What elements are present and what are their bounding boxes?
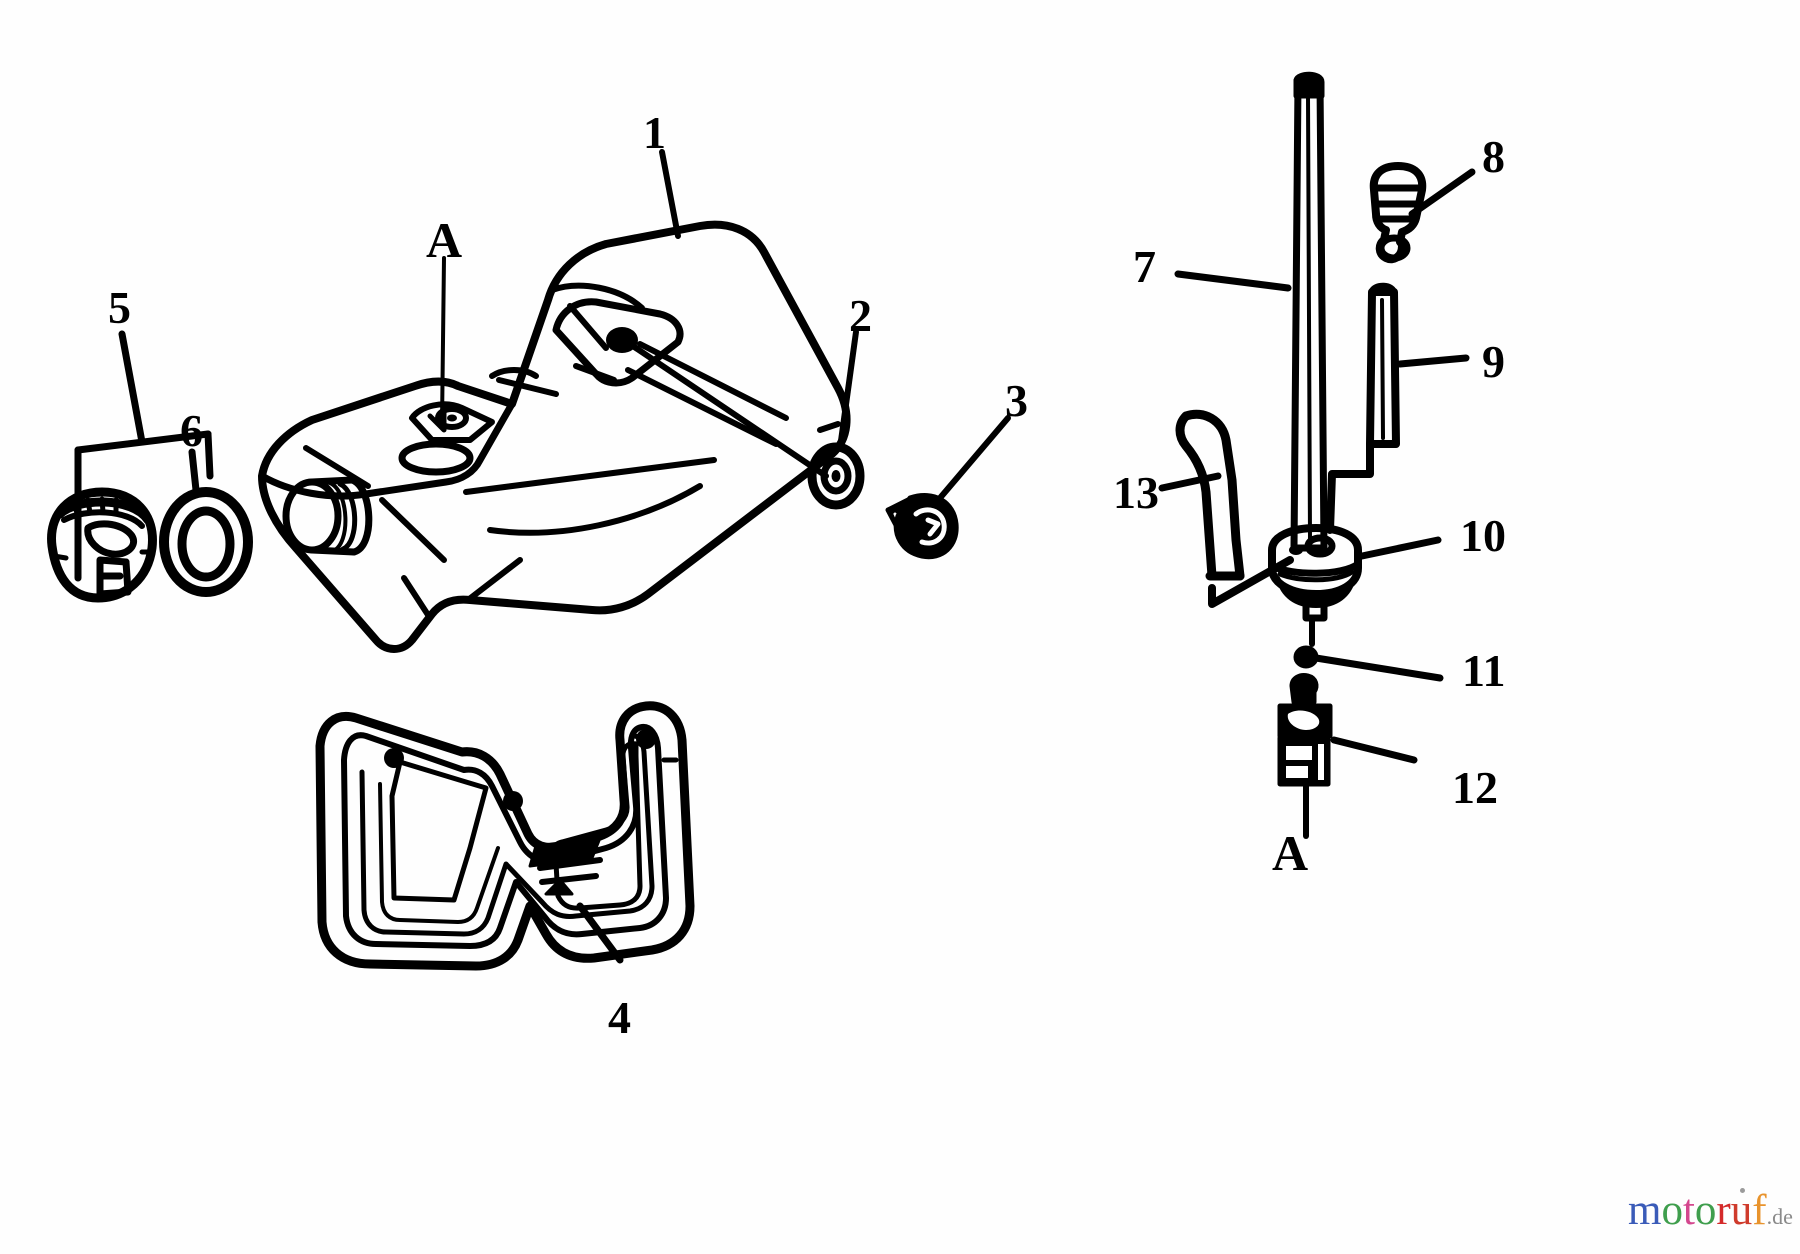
leader-7 (1174, 270, 1292, 292)
leader-9 (1396, 354, 1470, 368)
engine-guard-shield-drawing (315, 701, 695, 971)
callout-8: 8 (1482, 131, 1505, 182)
hex-flange-screw-drawing (885, 493, 959, 560)
leader-13 (1158, 472, 1222, 492)
callout-4: 4 (608, 992, 631, 1043)
watermark-letter-0: m (1628, 1187, 1662, 1234)
watermark-letter-5: u (1730, 1187, 1753, 1234)
watermark-letter-6: f (1752, 1187, 1767, 1234)
bracket-6-right (204, 430, 214, 480)
section-line-A-top (440, 256, 446, 426)
callout-10: 10 (1460, 510, 1506, 561)
tank-fitting-cap-drawing (1268, 524, 1362, 622)
callout-12: 12 (1452, 762, 1498, 813)
leader-6 (188, 448, 200, 494)
hose-route-line (1208, 556, 1294, 608)
leader-3 (937, 415, 1011, 501)
leader-12 (1330, 736, 1418, 764)
fuel-filter-valve-drawing (1277, 673, 1333, 787)
cap-gasket-ring-drawing (159, 487, 253, 597)
callout-11: 11 (1462, 645, 1506, 696)
leader-11 (1312, 654, 1444, 682)
callout-3: 3 (1005, 375, 1028, 426)
watermark-dot (1740, 1188, 1745, 1193)
standpipe-rod-drawing (1326, 282, 1400, 534)
leader-2b (621, 337, 829, 479)
callout-5: 5 (108, 282, 131, 333)
section-marker-a-bottom: A (1272, 825, 1309, 881)
leader-5 (118, 330, 146, 446)
callout-6: 6 (180, 405, 203, 456)
fuel-pickup-tube-drawing (1290, 71, 1328, 552)
callout-7: 7 (1133, 241, 1156, 292)
watermark-letter-1: o (1661, 1187, 1683, 1234)
leader-10 (1358, 536, 1442, 560)
watermark-letter-2: t (1682, 1187, 1695, 1234)
callout-1: 1 (643, 107, 666, 158)
watermark-letter-3: o (1694, 1187, 1717, 1234)
leader-1 (659, 149, 681, 239)
callout-2: 2 (849, 290, 872, 341)
watermark-suffix: .de (1766, 1204, 1793, 1229)
leader-8 (1408, 168, 1476, 218)
motoruf-watermark: motoruf.de (1628, 1186, 1793, 1235)
fuel-cap-drawing (47, 487, 157, 603)
callout-13: 13 (1113, 467, 1159, 518)
callout-9: 9 (1482, 336, 1505, 387)
section-marker-a-top: A (426, 212, 463, 268)
leader-2 (837, 329, 859, 451)
watermark-letter-4: r (1716, 1187, 1731, 1234)
ribbed-plug-drawing (1369, 162, 1427, 264)
fuel-hose-drawing (1175, 409, 1245, 581)
fuel-tank-drawing (258, 220, 851, 653)
leader-4 (576, 902, 624, 964)
